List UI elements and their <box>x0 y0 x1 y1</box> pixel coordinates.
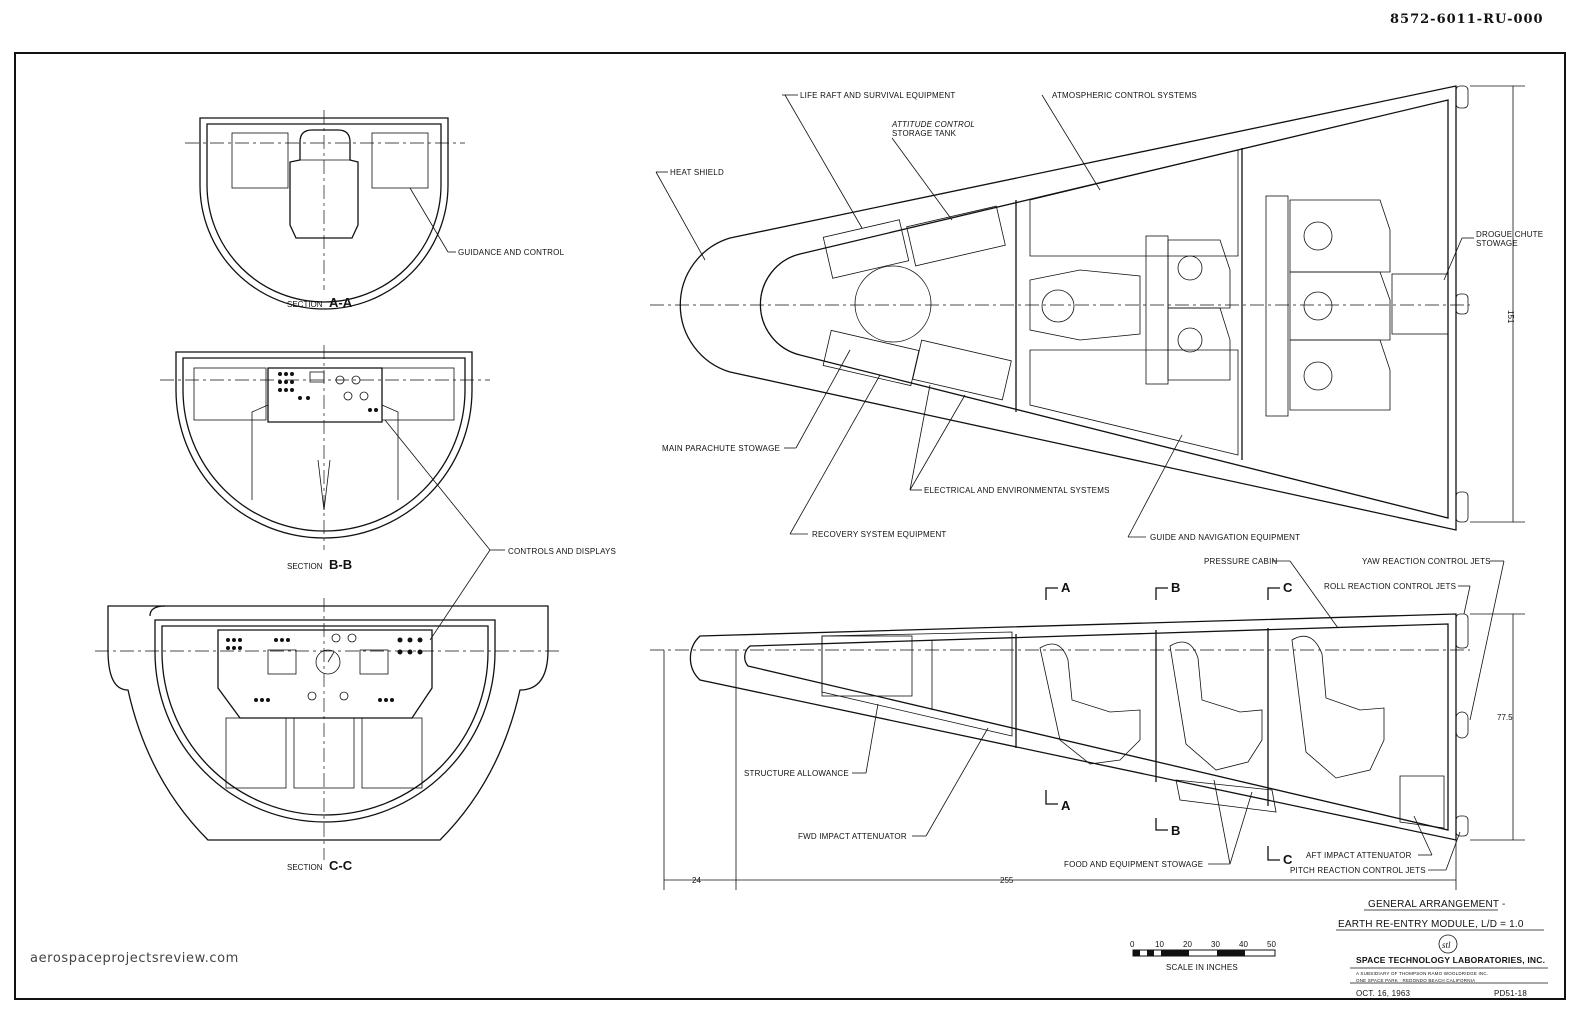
side-view-leaders <box>852 560 1505 871</box>
top-view-leaders <box>655 94 1474 538</box>
label-yaw-jets: YAW REACTION CONTROL JETS <box>1362 557 1491 566</box>
label-heat-shield: HEAT SHIELD <box>670 168 724 177</box>
label-aft-impact: AFT IMPACT ATTENUATOR <box>1306 851 1412 860</box>
company-name: SPACE TECHNOLOGY LABORATORIES, INC. <box>1356 955 1545 965</box>
dimension-length: 255 <box>1000 876 1014 885</box>
label-main-parachute: MAIN PARACHUTE STOWAGE <box>662 444 780 453</box>
sheet-border <box>14 52 1566 1000</box>
drawing-number: PD51-18 <box>1494 989 1527 998</box>
section-b-b-view <box>160 345 505 641</box>
title-line-2: EARTH RE-ENTRY MODULE, L/D = 1.0 <box>1338 919 1524 930</box>
cut-mark-c-bottom: C <box>1283 852 1293 867</box>
scale-tick-40: 40 <box>1239 940 1248 949</box>
top-view <box>650 85 1525 531</box>
label-controls-and-displays: CONTROLS AND DISPLAYS <box>508 547 616 556</box>
svg-text:stl: stl <box>1442 940 1451 950</box>
c-c-panel-dots <box>226 633 423 702</box>
section-cut-marks <box>1045 587 1280 861</box>
dimension-height: 77.5 <box>1497 713 1513 722</box>
label-drogue-chute-1: DROGUE CHUTE <box>1476 230 1543 239</box>
label-guidance-and-control: GUIDANCE AND CONTROL <box>458 248 565 257</box>
label-atmospheric-control: ATMOSPHERIC CONTROL SYSTEMS <box>1052 91 1197 100</box>
title-block: stl <box>1336 909 1548 984</box>
scale-bar <box>1132 949 1276 957</box>
cut-mark-a-top: A <box>1061 580 1071 595</box>
label-food-stowage: FOOD AND EQUIPMENT STOWAGE <box>1064 860 1203 869</box>
label-roll-jets: ROLL REACTION CONTROL JETS <box>1324 582 1456 591</box>
section-c-letters: C-C <box>329 858 353 873</box>
label-guide-navigation: GUIDE AND NAVIGATION EQUIPMENT <box>1150 533 1300 542</box>
section-c-label: SECTION <box>287 863 323 872</box>
section-a-a-view <box>185 110 465 310</box>
side-view <box>650 613 1525 890</box>
section-b-label: SECTION <box>287 562 323 571</box>
section-a-letters: A-A <box>329 295 353 310</box>
label-recovery-system: RECOVERY SYSTEM EQUIPMENT <box>812 530 947 539</box>
scale-tick-50: 50 <box>1267 940 1276 949</box>
scale-tick-20: 20 <box>1183 940 1192 949</box>
scale-tick-10: 10 <box>1155 940 1164 949</box>
company-subsidiary: A SUBSIDIARY OF THOMPSON RAMO WOOLDRIDGE… <box>1356 971 1488 976</box>
label-structure-allowance: STRUCTURE ALLOWANCE <box>744 769 849 778</box>
section-a-label: SECTION <box>287 300 323 309</box>
section-c-c-view <box>95 598 560 860</box>
label-pressure-cabin: PRESSURE CABIN <box>1204 557 1278 566</box>
section-b-letters: B-B <box>329 557 352 572</box>
label-pitch-jets: PITCH REACTION CONTROL JETS <box>1290 866 1426 875</box>
scale-tick-30: 30 <box>1211 940 1220 949</box>
label-fwd-impact: FWD IMPACT ATTENUATOR <box>798 832 907 841</box>
watermark: aerospaceprojectsreview.com <box>30 951 239 966</box>
company-address: ONE SPACE PARK · REDONDO BEACH CALIFORNI… <box>1356 978 1475 983</box>
label-attitude-control-2: STORAGE TANK <box>892 129 957 138</box>
scale-caption: SCALE IN INCHES <box>1166 963 1238 972</box>
label-life-raft: LIFE RAFT AND SURVIVAL EQUIPMENT <box>800 91 955 100</box>
dimension-nose: 24 <box>692 876 701 885</box>
cut-mark-a-bottom: A <box>1061 798 1071 813</box>
label-electrical-env: ELECTRICAL AND ENVIRONMENTAL SYSTEMS <box>924 486 1110 495</box>
document-number: 8572-6011-RU-000 <box>1390 12 1544 27</box>
cut-mark-b-top: B <box>1171 580 1180 595</box>
stl-logo-icon <box>1438 934 1458 954</box>
label-drogue-chute-2: STOWAGE <box>1476 239 1518 248</box>
cut-mark-c-top: C <box>1283 580 1293 595</box>
dimension-width: 151 <box>1506 310 1515 324</box>
scale-tick-0: 0 <box>1130 940 1135 949</box>
b-b-panel-dots <box>278 371 378 412</box>
cut-mark-b-bottom: B <box>1171 823 1180 838</box>
drawing-date: OCT. 16, 1963 <box>1356 989 1411 998</box>
label-attitude-control-1: ATTITUDE CONTROL <box>891 120 975 129</box>
title-line-1: GENERAL ARRANGEMENT - <box>1368 899 1506 910</box>
